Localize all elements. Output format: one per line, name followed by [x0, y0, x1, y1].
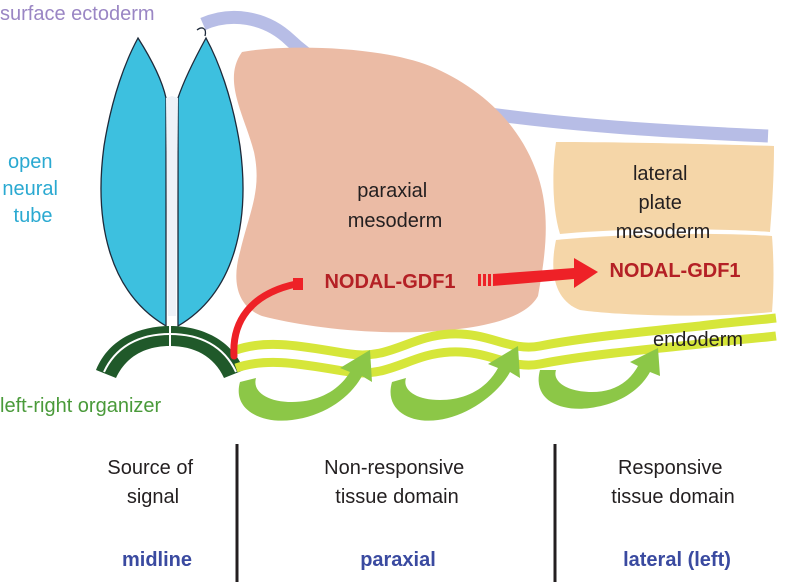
nodal-gdf1-paraxial-label: NODAL-GDF1 [324, 271, 455, 293]
endoderm-label: endoderm [653, 329, 743, 351]
domain-description-midline: Source of signal [107, 457, 198, 508]
domain-description-line: Non-responsive [324, 457, 464, 479]
domain-description-line: signal [127, 486, 179, 508]
open-neural-tube-label: open neural tube [2, 151, 63, 227]
left-right-organizer-label: left-right organizer [0, 395, 162, 417]
neural-tube-left-half [100, 36, 167, 328]
domain-description-line: tissue domain [335, 486, 458, 508]
domain-description-paraxial: Non-responsive tissue domain [324, 457, 470, 508]
lateral-plate-mesoderm-label-line: lateral [633, 163, 687, 185]
signal-arrow-end-cap [293, 278, 303, 290]
flow-arrow-1 [238, 350, 372, 421]
neural-tube-right-half [177, 36, 244, 328]
neural-tube-lumen [166, 96, 178, 316]
lateral-plate-mesoderm-shape [553, 142, 774, 234]
region-label-paraxial: paraxial [360, 549, 436, 571]
open-neural-tube-label-line: neural [2, 178, 58, 200]
open-neural-tube-label-line: tube [14, 205, 53, 227]
domain-description-lateral: Responsive tissue domain [611, 457, 734, 508]
flow-arrow-3 [538, 348, 660, 409]
domain-description-line: Responsive [618, 457, 723, 479]
paraxial-mesoderm-label: paraxial mesoderm [348, 180, 442, 232]
domain-description-line: tissue domain [611, 486, 734, 508]
lateral-plate-mesoderm-label-line: plate [639, 192, 682, 214]
signal-arrow-paraxial-to-lateral [478, 258, 598, 288]
nodal-gdf1-lateral-label: NODAL-GDF1 [609, 260, 740, 282]
domain-description-line: Source of [107, 457, 193, 479]
neural-tube-tip [196, 27, 207, 37]
region-label-midline: midline [122, 549, 192, 571]
open-neural-tube-label-line: open [8, 151, 53, 173]
signal-arrow-organizer-to-paraxial [230, 280, 300, 360]
paraxial-mesoderm-label-line: mesoderm [348, 210, 442, 232]
lateral-plate-mesoderm-label: lateral plate mesoderm [616, 163, 710, 243]
surface-ectoderm-label: surface ectoderm [0, 3, 155, 25]
paraxial-mesoderm-label-line: paraxial [357, 180, 427, 202]
region-label-lateral: lateral (left) [623, 549, 731, 571]
endoderm-band-upper [234, 313, 777, 360]
lateral-plate-mesoderm-lower-shape [553, 233, 774, 316]
flow-arrow-2 [390, 346, 520, 421]
lateral-plate-mesoderm-label-line: mesoderm [616, 221, 710, 243]
left-right-organizer-shape [96, 326, 244, 378]
paraxial-mesoderm-shape [233, 47, 546, 333]
